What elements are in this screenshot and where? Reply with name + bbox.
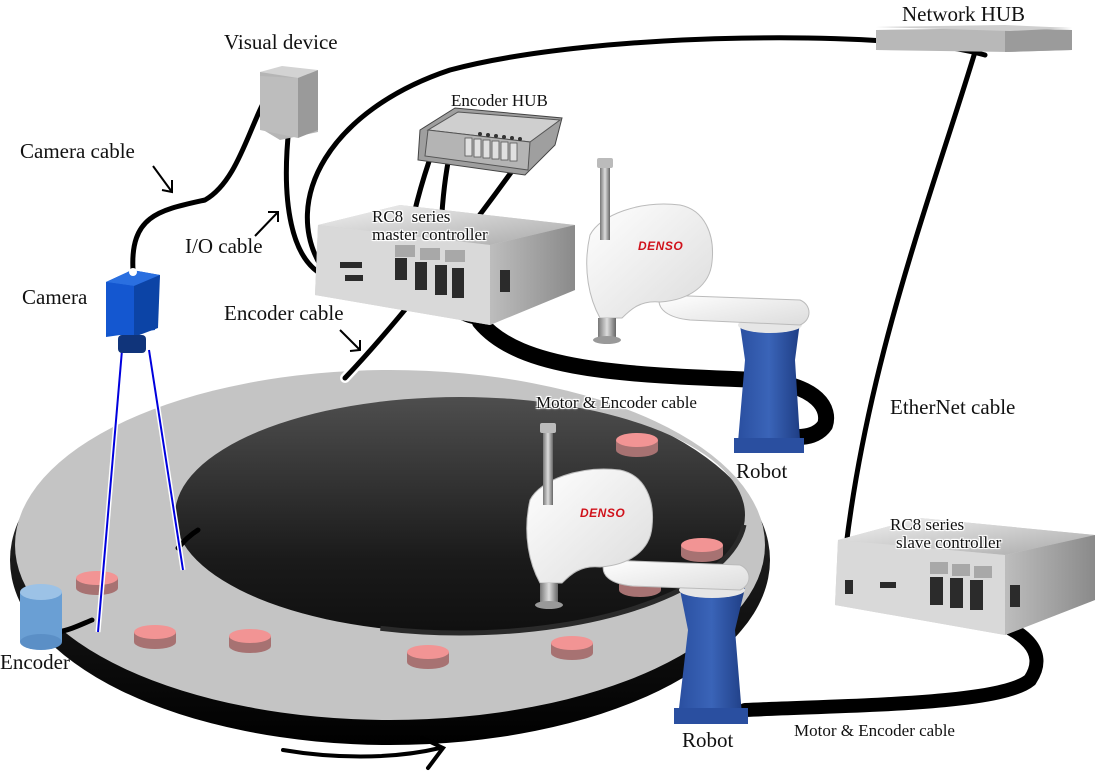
ethernet-cable-master — [304, 35, 988, 271]
master-controller — [315, 205, 575, 325]
io-cable-label: I/O cable — [185, 234, 263, 258]
network-hub-label: Network HUB — [902, 2, 1026, 26]
motor-encoder-cable-bottom-label: Motor & Encoder cable — [794, 721, 955, 740]
workpiece — [134, 625, 176, 649]
master-controller-label-line2: master controller — [372, 224, 488, 244]
slave-controller-label-line1: RC8 series — [890, 515, 965, 534]
master-controller-label: RC8 series master controller — [372, 208, 488, 244]
network-hub — [876, 25, 1072, 52]
master-controller-label-line1: RC8 series — [372, 207, 451, 226]
encoder-cable-arrow — [339, 329, 361, 352]
conveyor-direction-arrow — [281, 736, 447, 770]
workpiece — [229, 629, 271, 653]
encoder-device — [20, 584, 62, 650]
workpiece — [76, 571, 118, 595]
workpiece — [681, 538, 723, 562]
pointer-arrows — [152, 165, 361, 352]
visual-device-label: Visual device — [224, 30, 338, 54]
camera-cable-label: Camera cable — [20, 139, 135, 163]
slave-controller — [835, 518, 1095, 635]
encoder-label: Encoder — [0, 650, 70, 674]
workpieces — [76, 433, 723, 669]
robot-bottom-label: Robot — [682, 728, 734, 752]
ethernet-cable-label: EtherNet cable — [890, 395, 1016, 419]
conveyor-surface — [15, 370, 765, 720]
robot-top-label: Robot — [736, 459, 788, 483]
slave-controller-label: RC8 series slave controller — [890, 516, 1001, 552]
robot-bottom: DENSO — [526, 423, 750, 724]
camera — [95, 268, 186, 633]
encoder-cable-label: Encoder cable — [224, 301, 344, 325]
workpiece — [407, 645, 449, 669]
camera-cable-arrow — [152, 165, 173, 194]
camera-cable — [130, 85, 275, 273]
io-cable-arrow — [254, 211, 279, 237]
encoder-hub-label: Encoder HUB — [451, 91, 548, 110]
workpiece — [616, 433, 658, 457]
robot-top: DENSO — [586, 158, 810, 453]
workpiece — [551, 636, 593, 660]
robot-brand-top: DENSO — [638, 239, 683, 253]
rotary-conveyor — [10, 370, 770, 745]
slave-controller-label-line2: slave controller — [896, 532, 1002, 552]
motor-encoder-cable-top-label: Motor & Encoder cable — [536, 393, 697, 412]
robot-brand-bottom: DENSO — [580, 506, 625, 520]
encoder-hub — [417, 107, 563, 176]
camera-label: Camera — [22, 285, 88, 309]
ethernet-cable-slave — [839, 49, 978, 588]
visual-device — [260, 66, 318, 140]
